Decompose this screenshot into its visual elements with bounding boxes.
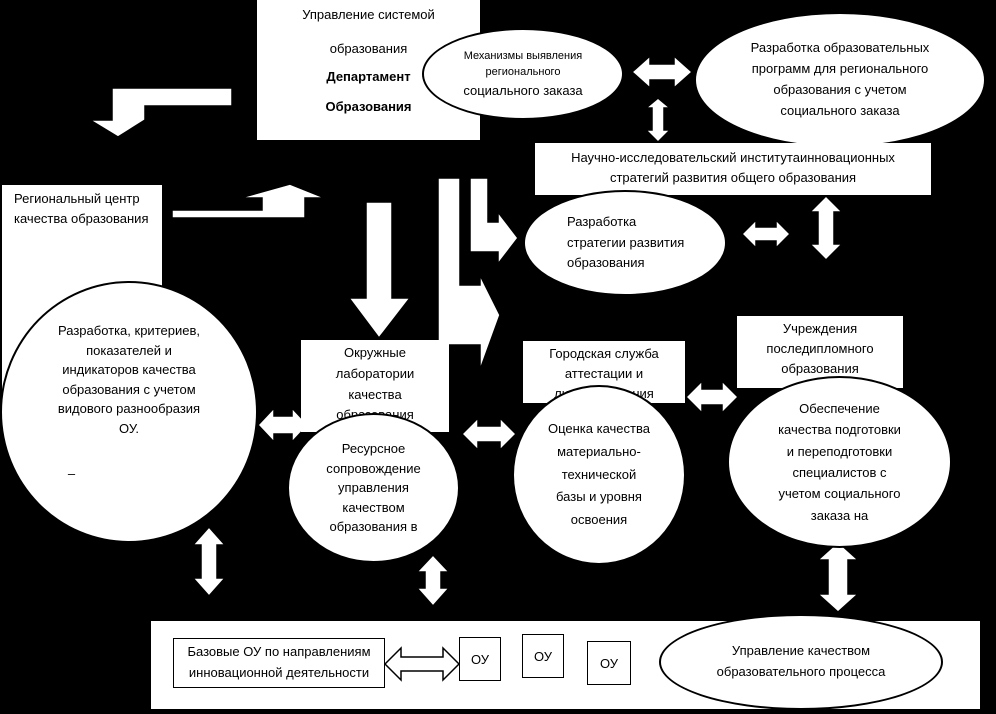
research-institute-box: Научно-исследовательский институтаиннова… [535, 143, 931, 195]
ou-box-2: ОУ [522, 634, 564, 678]
resource-line-3: управления [338, 480, 409, 496]
regional-line-2: качества образования [14, 211, 149, 227]
criteria-line-3: индикаторов качества [62, 362, 196, 377]
strategy-line-3: образования [567, 255, 645, 271]
strategy-line-2: стратегии развития [567, 234, 685, 250]
assessment-line-5: освоения [570, 512, 628, 528]
ou-label-2: ОУ [533, 648, 553, 664]
strategy-ellipse: Разработка стратегии развития образовани… [523, 190, 727, 296]
mechanisms-line-3: социального заказа [463, 82, 583, 98]
arrow-city-postgrad [684, 379, 740, 415]
assessment-line-2: материально- [557, 443, 641, 459]
arrow-mechanisms-programs [630, 54, 694, 90]
programs-line-1: Разработка образовательных [750, 40, 930, 56]
labs-line-1: Окружные [344, 345, 406, 360]
training-line-2: качества подготовки [778, 422, 901, 438]
arrow-management-to-regional [87, 87, 233, 138]
training-line-1: Обеспечение [799, 400, 880, 416]
programs-line-4: социального заказа [780, 102, 900, 118]
arrow-base-ou [383, 646, 461, 682]
programs-line-2: программ для регионального [751, 61, 929, 77]
resource-line-4: качеством [342, 499, 405, 515]
management-line-3: Департамент [326, 69, 411, 84]
training-line-5: учетом социального [778, 486, 901, 502]
management-line-1: Управление системой [302, 7, 435, 22]
resource-line-2: сопровождение [326, 460, 421, 476]
postgrad-box: Учреждения последипломного образования [737, 316, 903, 388]
arrow-regional-to-management [171, 183, 326, 219]
training-ellipse: Обеспечение качества подготовки и перепо… [727, 376, 952, 548]
training-line-3: и переподготовки [786, 443, 893, 459]
process-line-1: Управление качеством [731, 643, 871, 659]
criteria-ellipse: Разработка, критериев, показателей и инд… [0, 281, 258, 543]
criteria-line-5: видового разнообразия [57, 401, 201, 416]
postgrad-line-3: образования [781, 361, 859, 377]
assessment-line-4: базы и уровня [556, 489, 642, 505]
arrow-down-to-labs [347, 201, 412, 340]
arrow-training-process [816, 540, 860, 614]
postgrad-line-2: последипломного [766, 341, 874, 357]
institute-line-2: стратегий развития общего образования [609, 170, 857, 186]
city-line-1: Городская служба [549, 346, 659, 361]
arrow-resource-base [415, 553, 451, 608]
training-line-6: заказа на [810, 507, 869, 523]
ou-box-1: ОУ [459, 637, 501, 681]
base-ou-line-2: инновационной деятельности [188, 665, 370, 680]
strategy-line-1: Разработка [567, 213, 637, 229]
mechanisms-line-2: регионального [485, 66, 561, 79]
arrow-criteria-base [191, 525, 227, 598]
mechanisms-line-1: Механизмы выявления [463, 49, 583, 62]
arrow-institute-postgrad [808, 194, 844, 262]
programs-ellipse: Разработка образовательных программ для … [694, 12, 986, 148]
resource-line-5: образования в [329, 519, 418, 535]
criteria-line-1: Разработка, критериев, [58, 323, 200, 338]
institute-line-1: Научно-исследовательский институтаиннова… [571, 150, 895, 165]
arrow-big-right [437, 177, 501, 371]
criteria-line-2: показателей и [86, 342, 172, 358]
base-ou-box: Базовые ОУ по направлениям инновационной… [173, 638, 385, 688]
postgrad-line-1: Учреждения [782, 321, 858, 336]
arrow-labs-city [460, 416, 518, 452]
regional-line-1: Региональный центр [14, 191, 140, 206]
ou-label-1: ОУ [470, 651, 490, 667]
base-ou-line-1: Базовые ОУ по направлениям [187, 644, 371, 660]
arrow-right-to-strategy [469, 177, 519, 267]
assessment-line-1: Оценка качества [547, 421, 650, 437]
arrow-programs-institute [643, 97, 673, 144]
assessment-line-3: технической [561, 466, 637, 482]
management-line-4: Образования [325, 99, 412, 114]
arrow-strategy-right [740, 218, 792, 250]
training-line-4: специалистов с [792, 465, 887, 480]
mechanisms-ellipse: Механизмы выявления регионального социал… [422, 28, 624, 120]
quality-assessment-ellipse: Оценка качества материально- технической… [512, 385, 686, 565]
criteria-dash: – [67, 466, 76, 481]
resource-line-1: Ресурсное [341, 441, 406, 457]
process-management-ellipse: Управление качеством образовательного пр… [659, 614, 943, 710]
ou-label-3: ОУ [599, 655, 619, 671]
management-line-2: образования [329, 41, 408, 56]
city-line-2: аттестации и [564, 366, 644, 382]
criteria-line-6: ОУ. [119, 420, 139, 436]
ou-box-3: ОУ [587, 641, 631, 685]
programs-line-3: образования с учетом [773, 82, 907, 97]
labs-line-2: лаборатории [335, 365, 415, 381]
resource-support-ellipse: Ресурсное сопровождение управления качес… [287, 413, 460, 563]
criteria-line-4: образования с учетом [62, 381, 196, 397]
labs-line-3: качества [348, 386, 402, 402]
process-line-2: образовательного процесса [716, 664, 886, 679]
